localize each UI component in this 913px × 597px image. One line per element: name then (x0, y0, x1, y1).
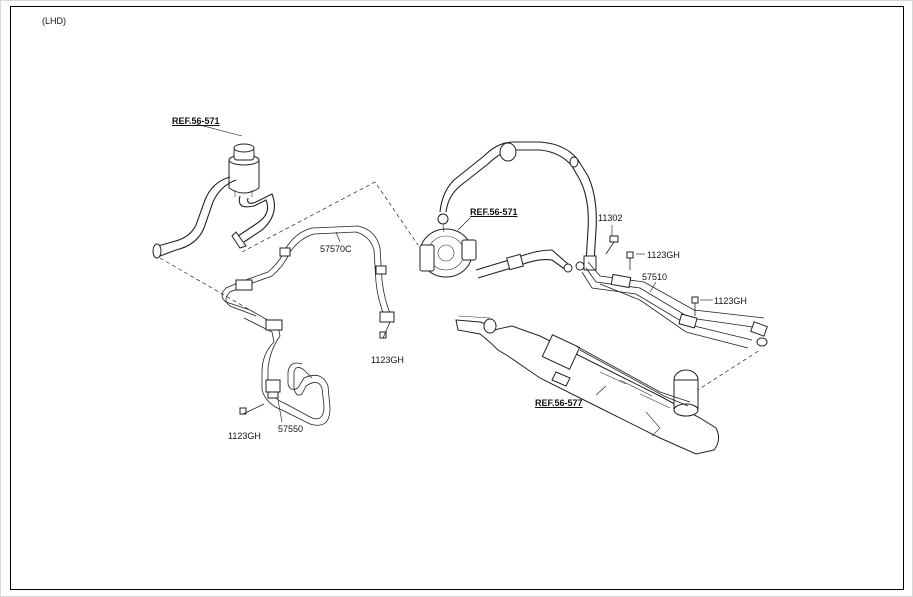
part-label-57570c[interactable]: 57570C (320, 244, 352, 254)
bolt-left-group (239, 321, 391, 415)
part-label-57510[interactable]: 57510 (642, 272, 668, 282)
bolt-label-a[interactable]: 1123GH (647, 250, 680, 260)
supply-hose (157, 176, 231, 247)
reservoir (228, 143, 260, 197)
ref-label-pump[interactable]: REF.56-571 (470, 207, 518, 217)
pressure-hose (445, 149, 589, 263)
bolt-right-group (605, 235, 699, 316)
bolt-label-d[interactable]: 1123GH (228, 431, 261, 441)
pipe-57570c (221, 225, 393, 319)
pump (419, 213, 477, 278)
part-label-11302[interactable]: 11302 (598, 213, 623, 223)
part-label-57550[interactable]: 57550 (278, 424, 304, 434)
pipe-57550 (249, 309, 325, 420)
ref-label-gear[interactable]: REF.56-577 (535, 398, 583, 408)
return-hose (237, 195, 269, 237)
pipe-57510 (585, 267, 761, 329)
steering-gear (455, 315, 720, 455)
ref-label-reservoir[interactable]: REF.56-571 (172, 116, 220, 126)
variant-label: (LHD) (42, 16, 66, 26)
bolt-label-c[interactable]: 1123GH (371, 355, 404, 365)
bolt-label-b[interactable]: 1123GH (714, 296, 747, 306)
diagram-frame (10, 6, 904, 590)
